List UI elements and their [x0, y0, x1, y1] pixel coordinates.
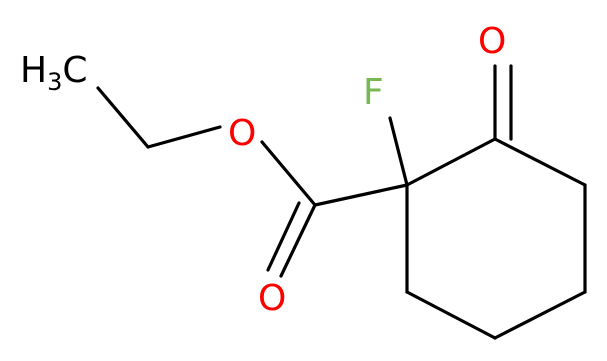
bond-carbonylc-ocarbonyl-a	[279, 203, 317, 278]
bond-ch3-ch2	[96, 86, 150, 149]
bonds	[96, 64, 587, 340]
methyl-h: H	[20, 50, 47, 91]
bond-c1-f	[388, 116, 409, 187]
bond-c5-c6	[405, 290, 497, 340]
bond-ch2-oester	[146, 125, 222, 149]
bond-carbonylc-ocarbonyl-b	[266, 201, 301, 272]
atom-labels: H3C O F O O	[20, 21, 506, 319]
methyl-subscript: 3	[47, 68, 62, 96]
ester-oxygen-label: O	[228, 113, 256, 154]
fluorine-label: F	[363, 72, 384, 113]
bond-c1-c2	[405, 137, 497, 187]
ketone-oxygen-label: O	[478, 21, 506, 62]
bond-carbonylc-c1	[313, 183, 409, 207]
methyl-label: H3C	[20, 50, 88, 96]
bond-c4-c5	[493, 290, 587, 340]
methyl-c: C	[62, 50, 87, 91]
bond-oester-carbonylc	[260, 140, 317, 207]
bond-c2-c3	[493, 137, 587, 187]
carbonyl-oxygen-label: O	[258, 278, 286, 319]
